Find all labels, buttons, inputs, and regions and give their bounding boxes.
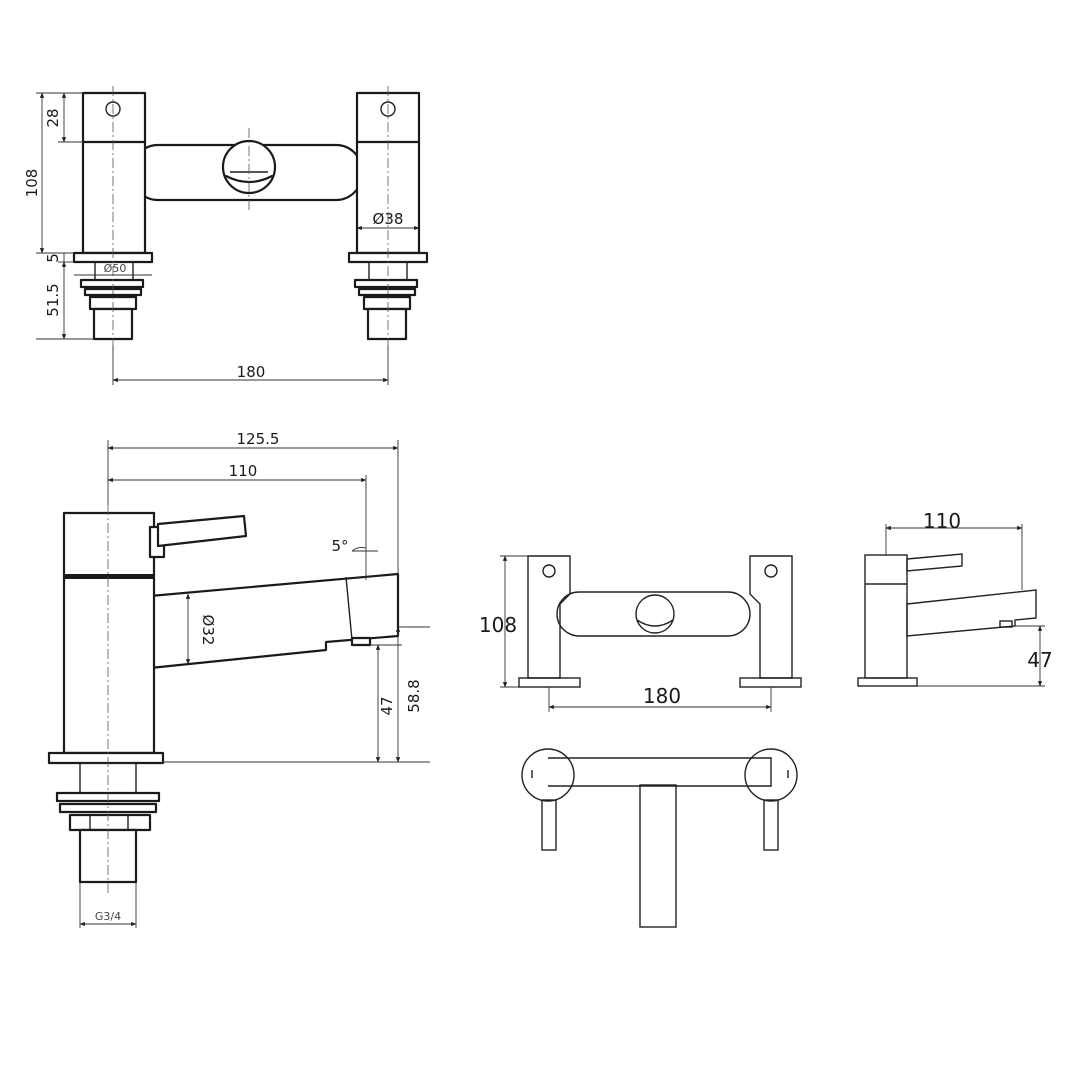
dim-body-dia-label: Ø38 — [373, 210, 404, 228]
dim-overall-label: 125.5 — [237, 430, 280, 448]
dim-spout-dia-label: Ø32 — [199, 615, 217, 646]
dim-tail-label: 51.5 — [44, 283, 62, 316]
small-side-dim-outlet-label: 47 — [1027, 648, 1052, 672]
small-lever — [906, 553, 963, 572]
dim-thread-label: G3/4 — [95, 910, 121, 923]
dim-flange-dia-label: Ø50 — [104, 262, 127, 275]
dim-angle-label: 5° — [331, 537, 348, 555]
left-pillar-body — [81, 91, 147, 255]
dim-height-label: 108 — [23, 169, 41, 198]
front-dimensions — [36, 92, 420, 385]
left-indicator-dot — [105, 101, 121, 117]
front-elevation-view: 28 108 5 51.5 Ø50 Ø38 180 — [23, 86, 429, 385]
right-tail — [366, 307, 408, 341]
plan-right-lever — [763, 799, 779, 851]
plan-bridge-body — [548, 757, 772, 787]
aerator — [350, 636, 372, 647]
dim-cartridge-label: 28 — [44, 108, 62, 127]
side-flange — [47, 751, 165, 765]
dim-spout-top-label: 58.8 — [405, 679, 423, 712]
side-dimensions — [79, 440, 430, 928]
small-side-dim-spout-label: 110 — [923, 509, 961, 533]
small-right-pillar — [749, 555, 793, 679]
small-front-view: 108 180 — [479, 555, 802, 712]
spout — [148, 572, 400, 670]
small-spout — [906, 589, 1037, 637]
dim-centres-label: 180 — [237, 363, 266, 381]
plan-view — [521, 748, 798, 928]
plan-left-lever — [541, 799, 557, 851]
small-dim-centres-label: 180 — [643, 684, 681, 708]
plan-spout — [639, 784, 677, 928]
side-pillar-body — [62, 511, 156, 755]
plan-left-handle-disc — [521, 748, 575, 802]
lever-handle — [156, 514, 248, 548]
plan-right-handle-disc — [744, 748, 798, 802]
right-indicator-dot — [380, 101, 396, 117]
dim-spout-label: 110 — [229, 462, 258, 480]
small-bridge-body — [556, 591, 751, 637]
small-diverter-knob — [635, 594, 675, 634]
small-side-view: 110 47 — [857, 509, 1053, 687]
small-left-pillar — [527, 555, 571, 679]
dim-flange-label: 5 — [44, 253, 62, 263]
small-side-pillar — [864, 554, 908, 679]
body-band — [64, 574, 154, 579]
dim-outlet-label: 47 — [378, 696, 396, 715]
side-elevation-view: 125.5 110 5° Ø32 47 58.8 G3/4 — [47, 430, 430, 928]
small-dim-height-label: 108 — [479, 613, 517, 637]
